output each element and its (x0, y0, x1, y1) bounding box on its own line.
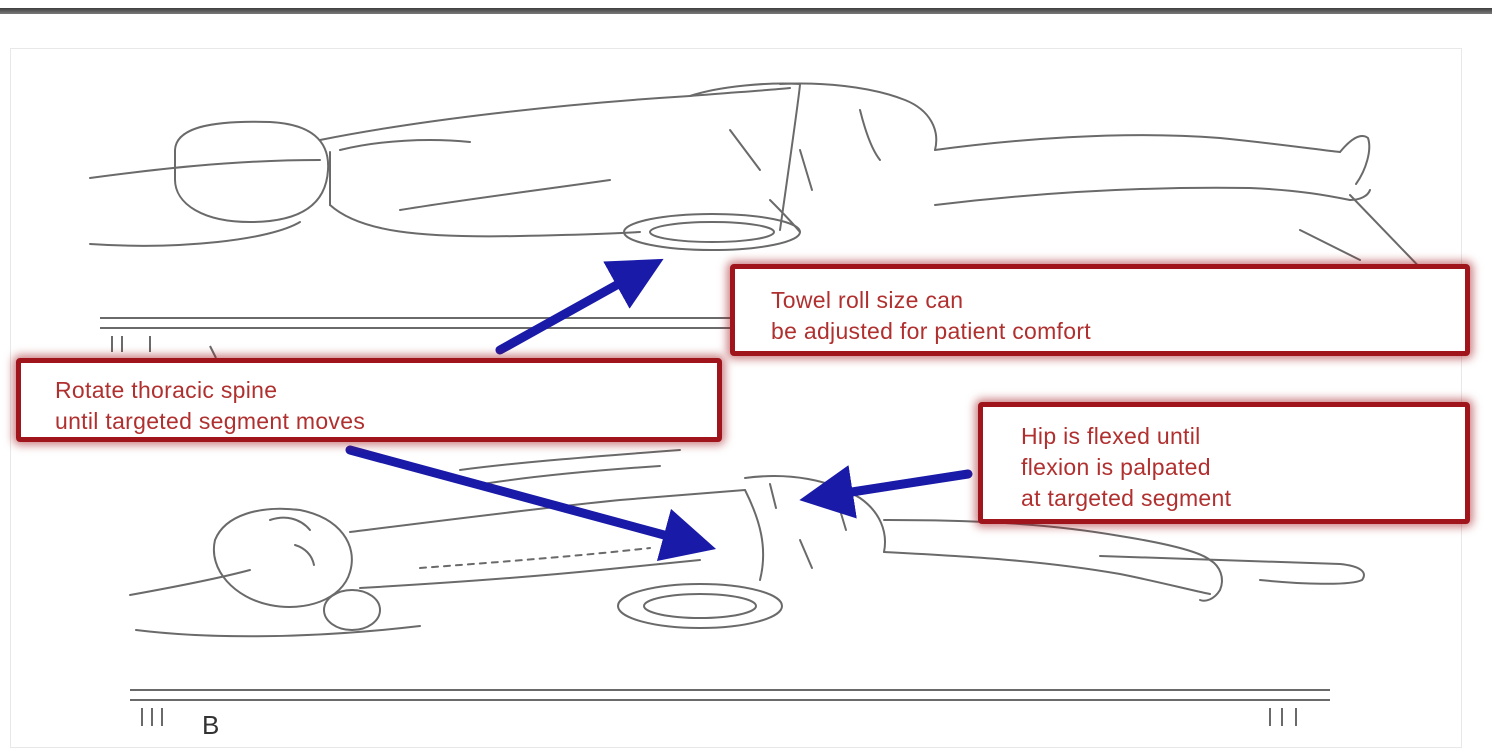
callout-hip-line-1: Hip is flexed until (1021, 421, 1465, 452)
callout-hip-line-3: at targeted segment (1021, 483, 1465, 514)
callout-rotate-thoracic-spine: Rotate thoracic spine until targeted seg… (16, 358, 722, 442)
lower-treatment-table (130, 690, 1330, 726)
panel-label: B (202, 710, 219, 741)
callout-towel-roll-line-2: be adjusted for patient comfort (771, 316, 1465, 347)
callout-towel-roll-line-1: Towel roll size can (771, 285, 1465, 316)
upper-patient-figure (90, 84, 1430, 279)
callout-hip-flexed: Hip is flexed until flexion is palpated … (978, 402, 1470, 524)
arrow-to-hip (826, 474, 968, 496)
callout-towel-roll: Towel roll size can be adjusted for pati… (730, 264, 1470, 356)
callout-rotate-line-1: Rotate thoracic spine (55, 375, 717, 406)
callout-hip-line-2: flexion is palpated (1021, 452, 1465, 483)
arrow-to-towel-roll (500, 272, 640, 350)
callout-rotate-line-2: until targeted segment moves (55, 406, 717, 437)
